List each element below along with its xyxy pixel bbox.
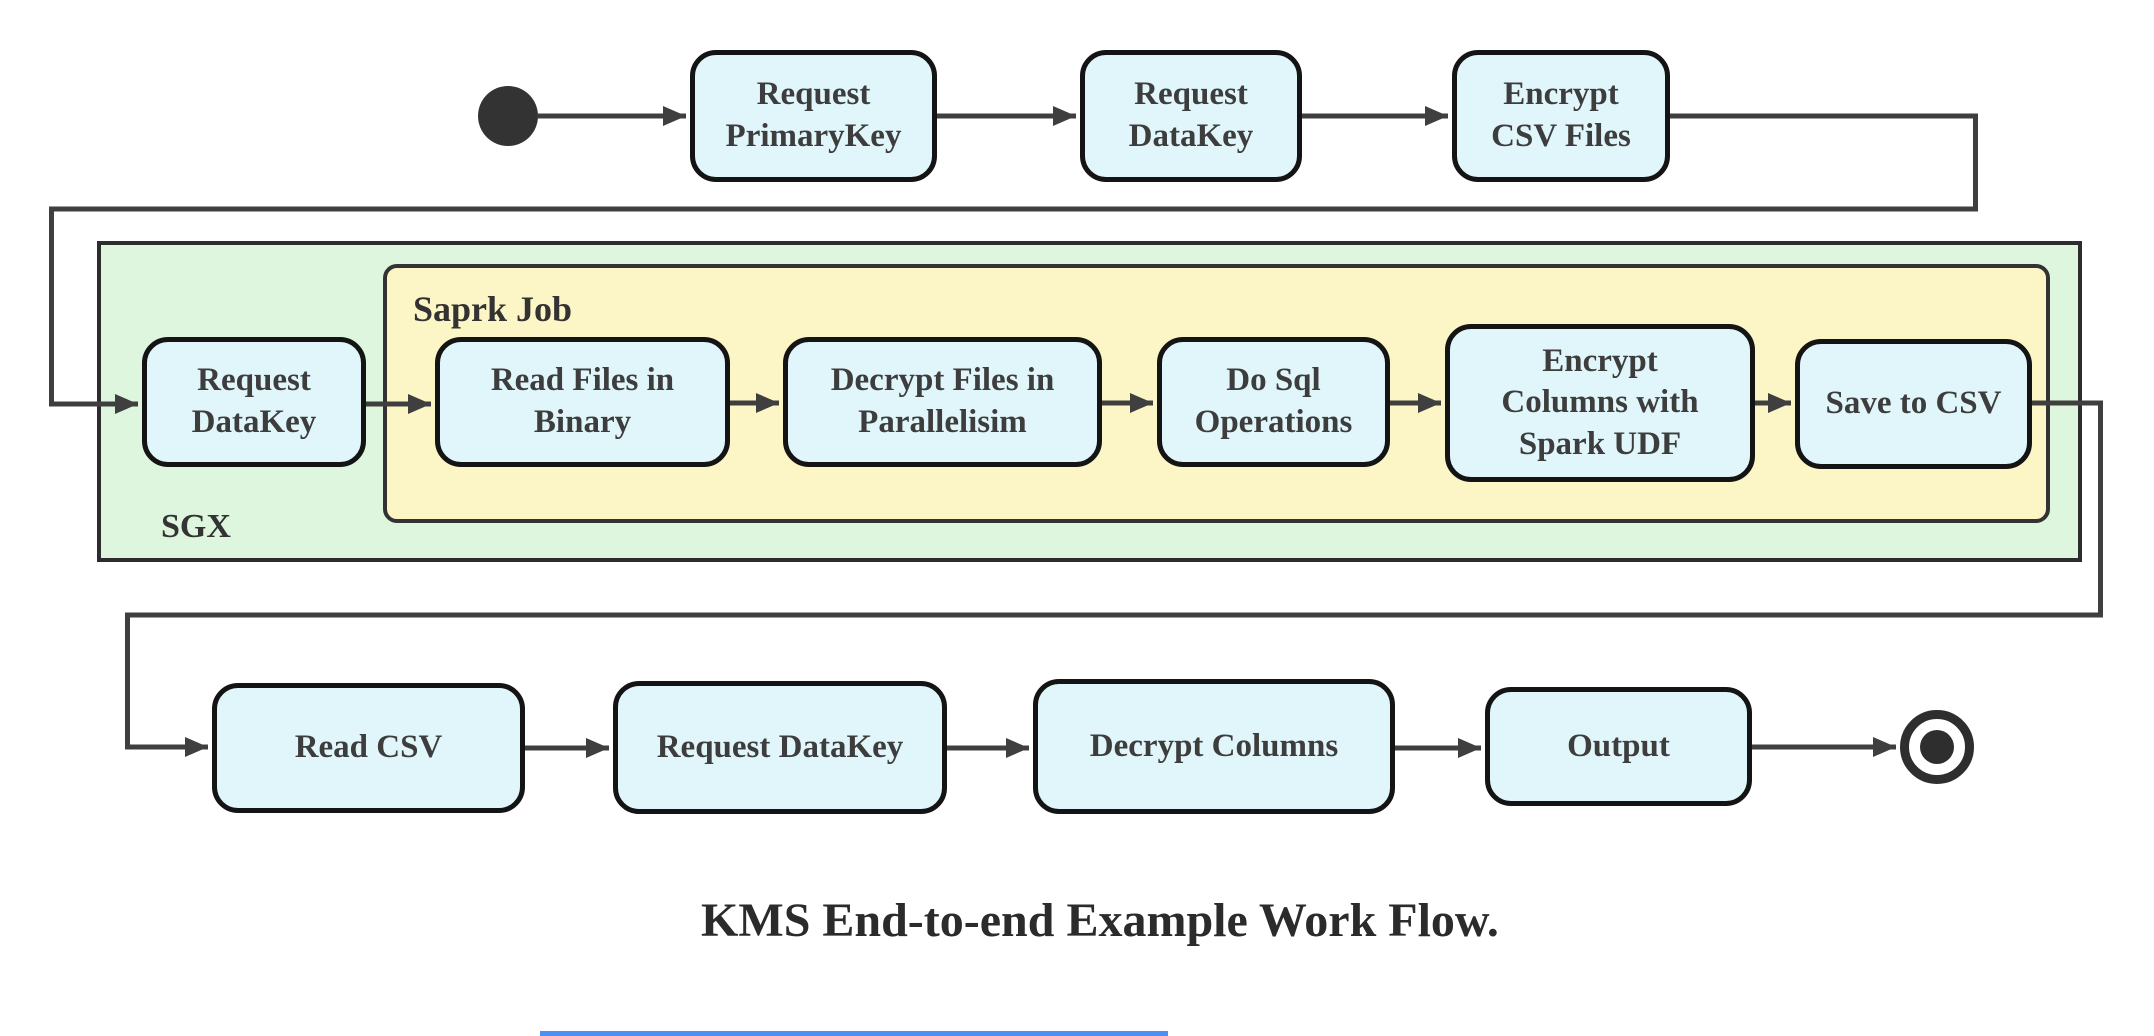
state-request-primarykey: Request PrimaryKey — [690, 50, 937, 182]
state-do-sql-operations: Do Sql Operations — [1157, 337, 1390, 467]
state-label: Read Files in Binary — [490, 362, 675, 440]
state-label: Output — [1567, 727, 1670, 764]
state-read-csv: Read CSV — [212, 683, 525, 813]
bottom-blue-bar — [540, 1031, 1168, 1036]
state-save-to-csv: Save to CSV — [1795, 339, 2032, 469]
state-label: Request DataKey — [191, 362, 317, 440]
final-state-marker — [1900, 710, 1974, 784]
state-label: Do Sql Operations — [1194, 362, 1353, 440]
state-label: Encrypt Columns with Spark UDF — [1501, 342, 1699, 462]
state-read-files-in-binary: Read Files in Binary — [435, 337, 730, 467]
initial-state-marker — [478, 86, 538, 146]
state-request-datakey-bottom: Request DataKey — [613, 681, 947, 814]
state-label: Encrypt CSV Files — [1491, 76, 1631, 154]
spark-job-container-label: Saprk Job — [413, 289, 573, 329]
state-label: Request PrimaryKey — [725, 76, 902, 154]
state-label: Save to CSV — [1825, 385, 2002, 422]
state-label: Request DataKey — [1128, 76, 1254, 154]
state-label: Request DataKey — [656, 728, 904, 765]
state-decrypt-columns: Decrypt Columns — [1033, 679, 1395, 814]
state-encrypt-csv-files: Encrypt CSV Files — [1452, 50, 1670, 182]
state-label: Decrypt Files in Parallelisim — [830, 362, 1055, 440]
sgx-container-label: SGX — [161, 508, 231, 545]
state-request-datakey-sgx: Request DataKey — [142, 337, 366, 467]
state-encrypt-columns-with-spark-udf: Encrypt Columns with Spark UDF — [1445, 324, 1755, 482]
state-label: Decrypt Columns — [1089, 727, 1339, 764]
state-output: Output — [1485, 687, 1752, 806]
state-request-datakey-top: Request DataKey — [1080, 50, 1302, 182]
diagram-caption: KMS End-to-end Example Work Flow. — [701, 894, 1499, 947]
final-state-inner-dot — [1920, 730, 1954, 764]
state-label: Read CSV — [294, 729, 443, 766]
state-decrypt-files-in-parallelisim: Decrypt Files in Parallelisim — [783, 337, 1102, 467]
